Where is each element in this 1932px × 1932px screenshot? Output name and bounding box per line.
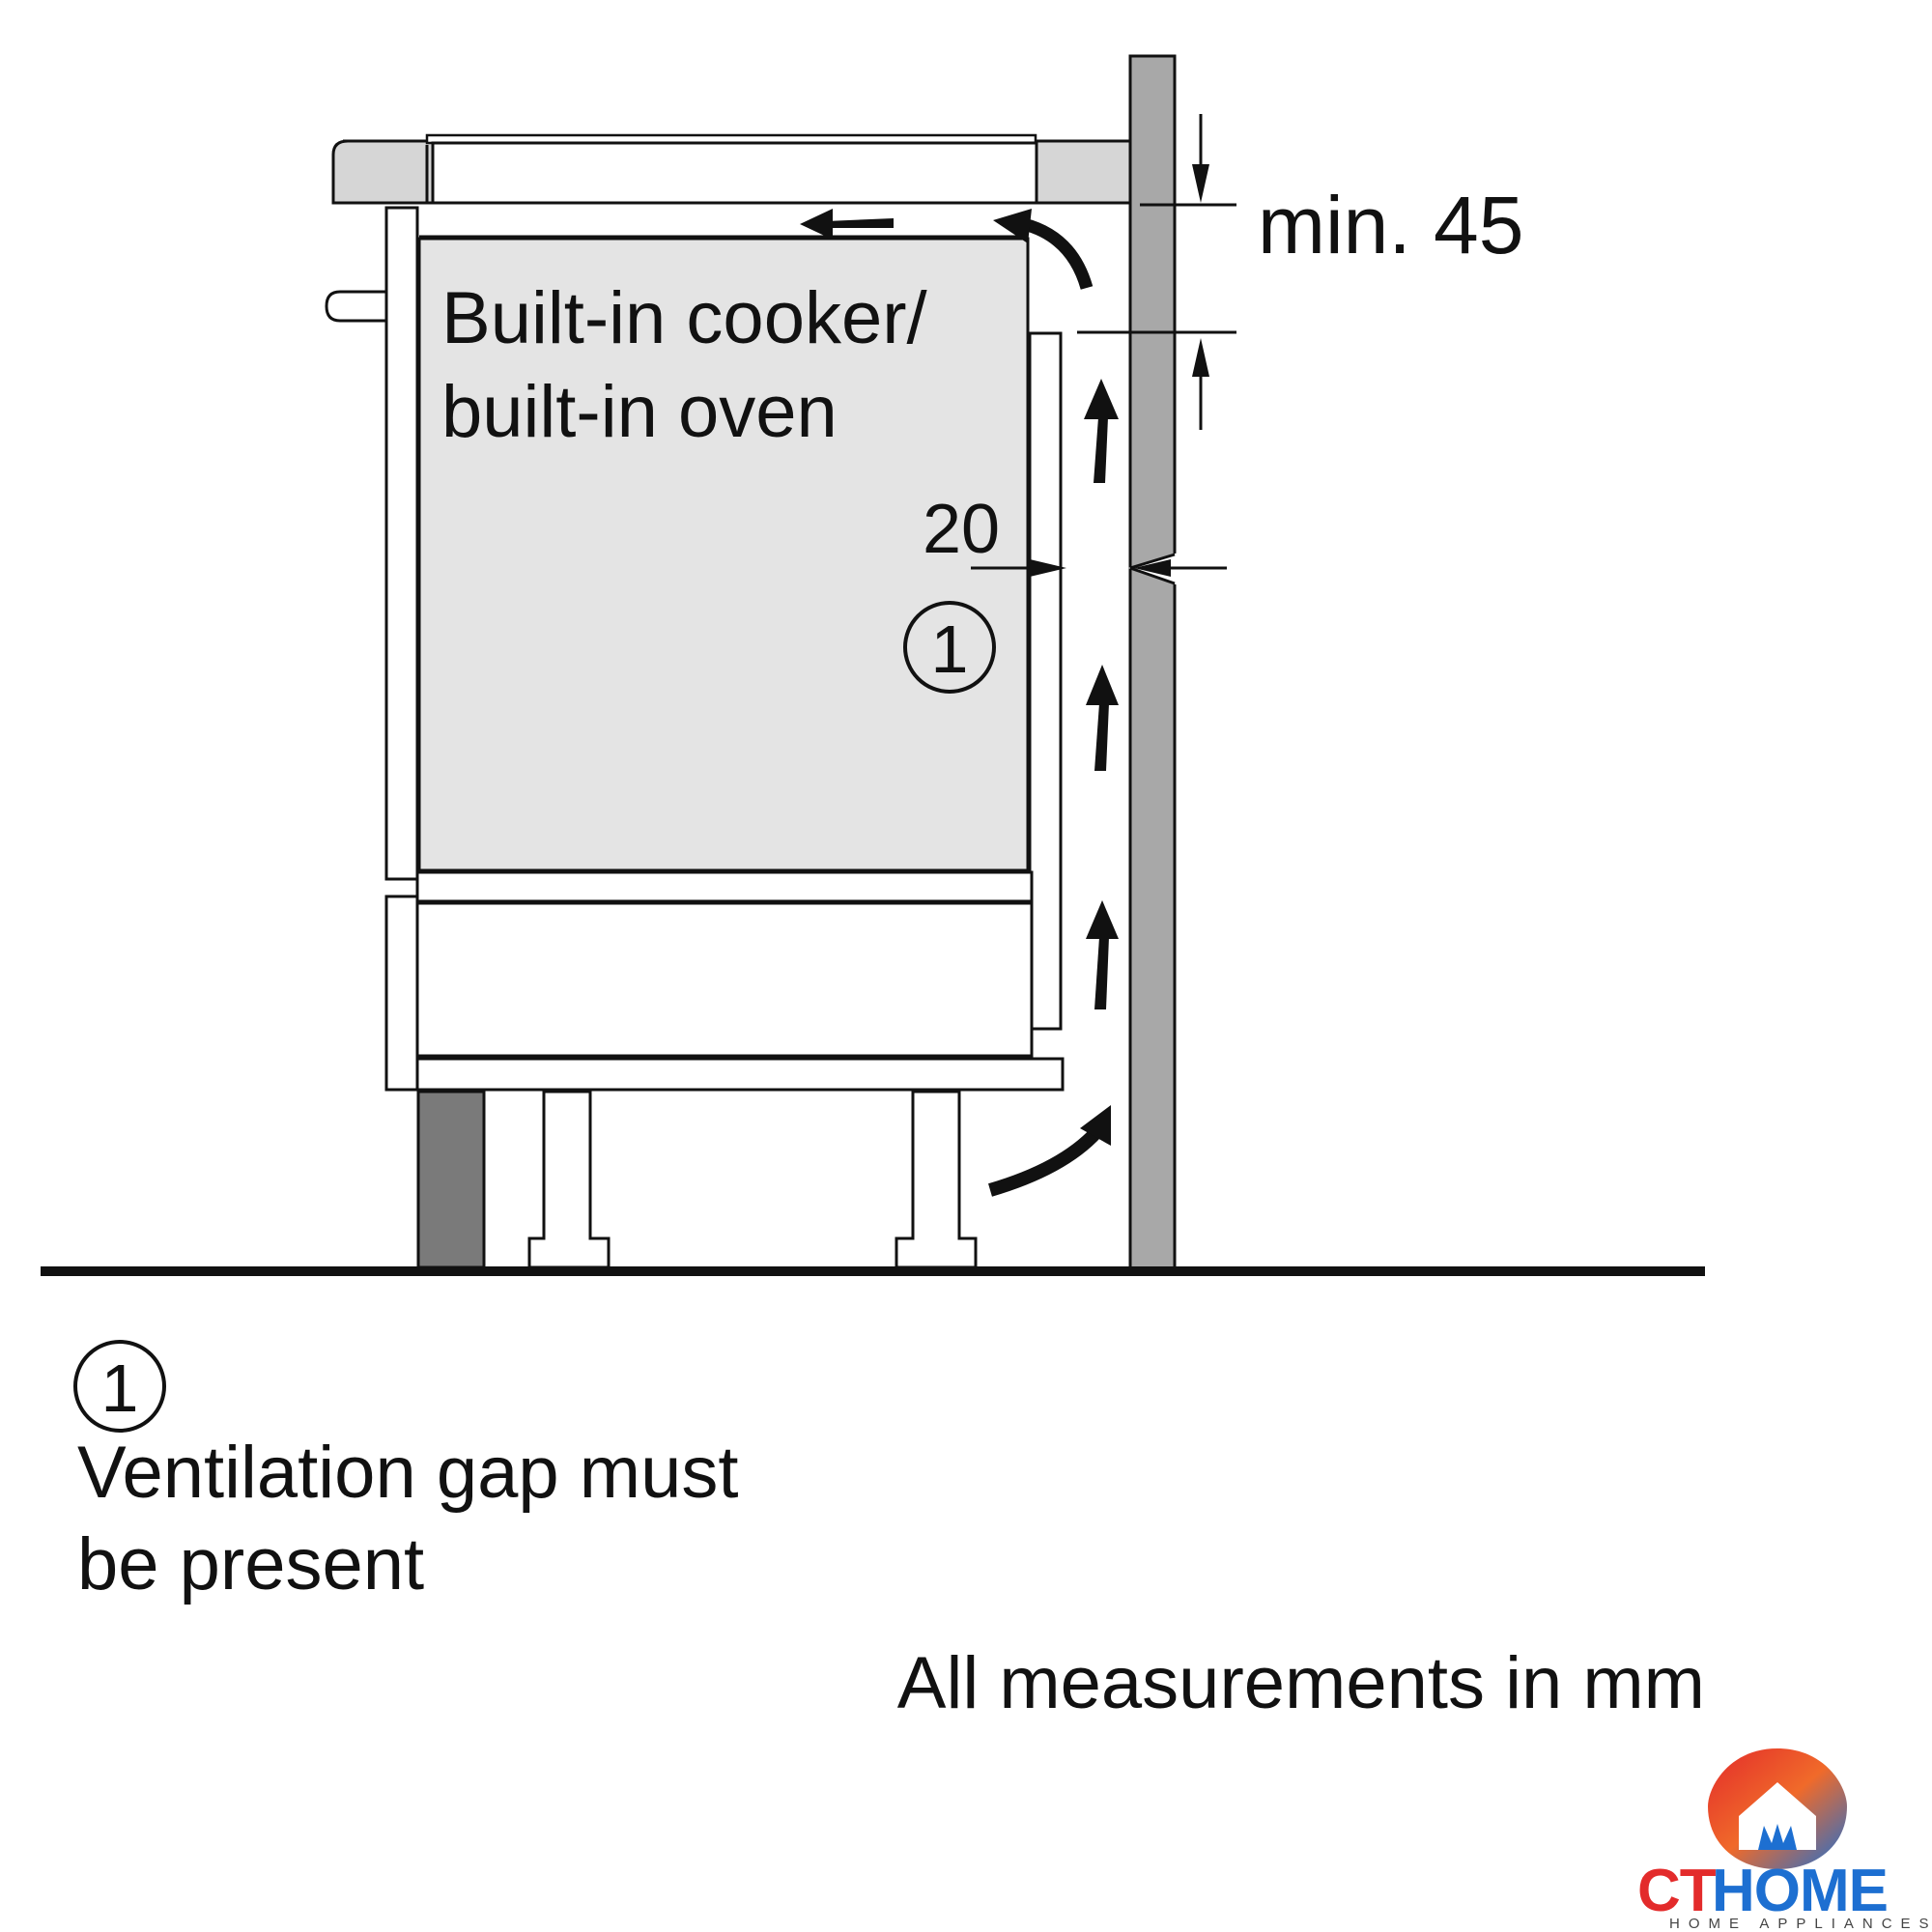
plinth-and-feet xyxy=(416,1090,978,1269)
oven-handle-icon xyxy=(325,290,388,323)
brand-name-part1: CT xyxy=(1637,1858,1717,1924)
arrow-left-icon xyxy=(800,209,894,240)
gap-dimension-label: min. 45 xyxy=(1258,180,1523,270)
callout-marker: 1 xyxy=(903,601,996,694)
arrow-up-icon xyxy=(1084,379,1119,483)
cabinet-carcass xyxy=(384,206,1065,1092)
appliance-label-line1: Built-in cooker/ xyxy=(441,277,928,359)
legend-marker: 1 xyxy=(73,1340,166,1433)
dimension-min45 xyxy=(1077,114,1236,430)
legend-text-line1: Ventilation gap must xyxy=(77,1432,738,1514)
legend-marker-number: 1 xyxy=(101,1350,139,1426)
house-drop-icon xyxy=(1708,1748,1847,1869)
wall xyxy=(1128,54,1179,1271)
brand-logo: CT HOME HOME APPLIANCES xyxy=(1637,1748,1932,1932)
brand-name-part2: HOME xyxy=(1712,1858,1888,1924)
legend-text-line2: be present xyxy=(77,1523,424,1605)
curved-arrow-icon xyxy=(993,209,1094,290)
brand-tagline: HOME APPLIANCES xyxy=(1669,1916,1932,1932)
curved-arrow-icon xyxy=(988,1105,1111,1197)
callout-marker-number: 1 xyxy=(931,611,969,687)
appliance-label-line2: built-in oven xyxy=(441,371,838,453)
arrow-up-icon xyxy=(1086,665,1119,771)
worktop xyxy=(331,133,1132,205)
side-dimension-label: 20 xyxy=(923,491,1000,568)
arrow-up-icon xyxy=(1086,900,1119,1009)
airflow-arrows xyxy=(800,209,1119,1197)
dimension-20 xyxy=(971,559,1227,577)
oven-body xyxy=(417,237,1030,872)
units-note: All measurements in mm xyxy=(897,1642,1705,1724)
